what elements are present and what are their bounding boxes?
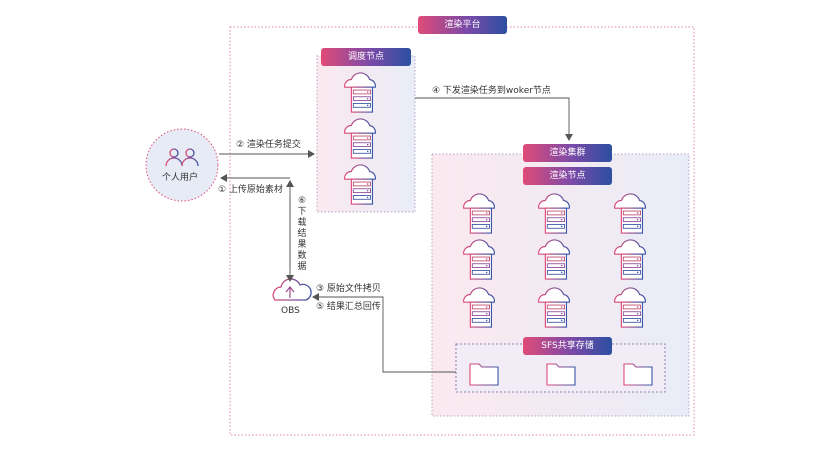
- storage-title: SFS共享存储: [523, 337, 612, 355]
- folder-icon: [469, 363, 499, 386]
- scheduler-title: 调度节点: [321, 48, 411, 66]
- obs-label: OBS: [281, 306, 300, 316]
- step-6-label: ⑥ 下 载 结 果 数 据: [297, 196, 307, 273]
- step-2-label: ② 渲染任务提交: [236, 140, 301, 150]
- step-3-label: ③ 原始文件拷贝: [316, 284, 381, 294]
- arrow-dispatch: [415, 97, 573, 141]
- step-6-char: 果: [297, 240, 307, 250]
- step-6-char: 据: [297, 262, 307, 272]
- platform-title: 渲染平台: [418, 16, 507, 34]
- step-1-label: ① 上传原始素材: [218, 185, 283, 195]
- step-6-char: 数: [297, 251, 307, 261]
- folder-icon: [546, 363, 576, 386]
- step-6-char: 结: [297, 229, 307, 239]
- step-5-label: ⑤ 结果汇总回传: [316, 302, 381, 312]
- user-label: 个人用户: [162, 173, 199, 183]
- render-node-title: 渲染节点: [523, 167, 612, 185]
- step-4-label: ④ 下发渲染任务到woker节点: [432, 86, 551, 96]
- step-6-char: 载: [297, 218, 307, 228]
- cluster-title: 渲染集群: [523, 144, 612, 162]
- folder-icon: [623, 363, 653, 386]
- arrow-copy: [312, 293, 456, 373]
- step-6-number: ⑥: [297, 196, 307, 206]
- obs-cloud-icon: [272, 278, 312, 301]
- users-icon: [165, 148, 199, 167]
- step-6-char: 下: [297, 207, 307, 217]
